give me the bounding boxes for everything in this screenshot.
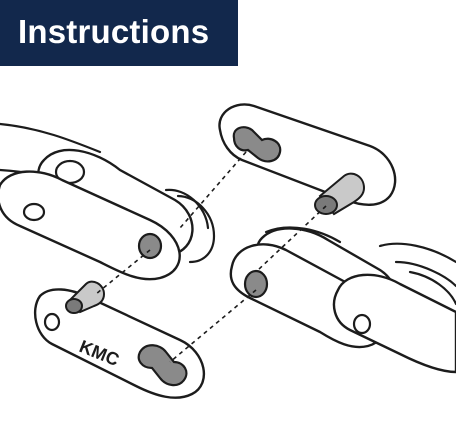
left-chain <box>0 122 216 281</box>
assembly-guide-lines <box>95 151 327 363</box>
right-chain <box>229 226 456 374</box>
top-quick-link-plate <box>218 103 397 216</box>
page-title: Instructions <box>18 13 210 50</box>
bottom-quick-link-plate: KMC <box>33 280 206 399</box>
header-banner: Instructions <box>0 0 238 66</box>
